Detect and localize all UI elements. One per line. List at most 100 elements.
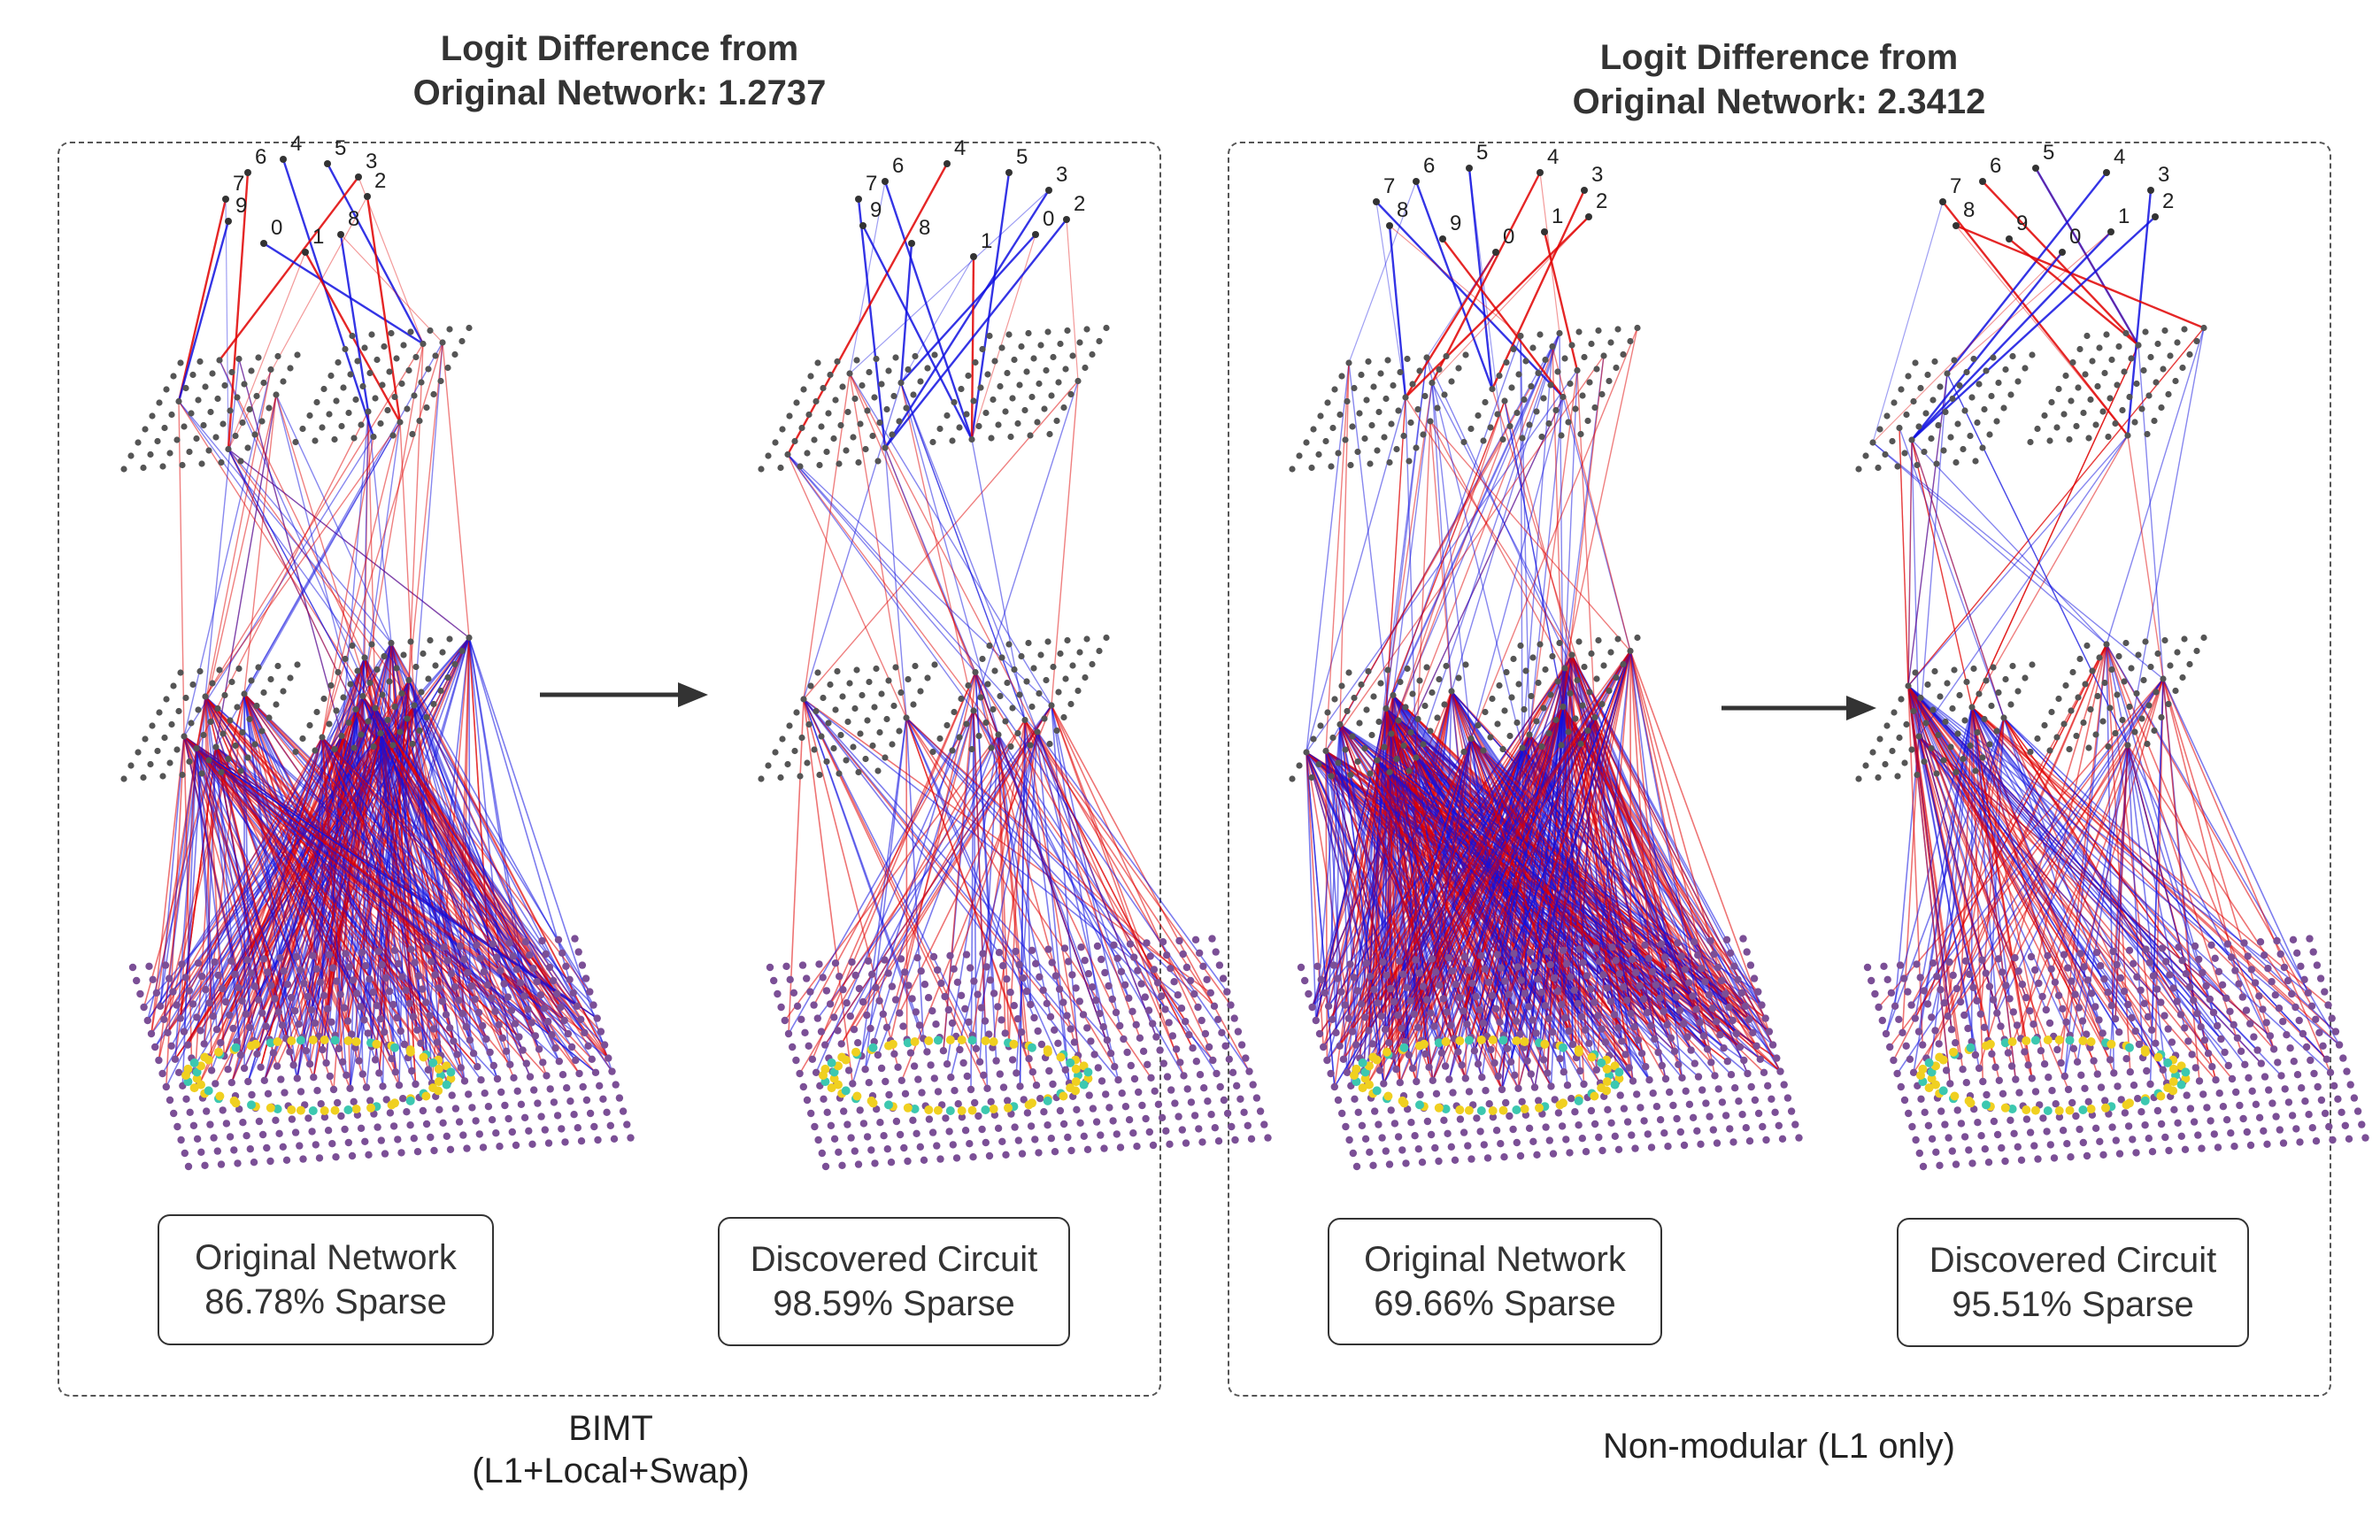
left-original-input-node <box>381 974 390 982</box>
right-original-hidden-node <box>1503 358 1510 366</box>
left-circuit-input-node <box>1036 973 1044 982</box>
left-circuit-hidden-node <box>1096 647 1103 655</box>
left-original-input-node <box>320 1113 329 1121</box>
left-circuit-edge <box>884 219 1067 449</box>
left-original-edge <box>321 342 443 738</box>
right-circuit-input-node <box>2079 1138 2087 1147</box>
right-original-input-node <box>1587 1106 1596 1115</box>
right-original-input-node <box>1731 1084 1739 1092</box>
right-circuit-input-node <box>2202 982 2210 990</box>
left-circuit-hidden-node <box>1009 395 1016 402</box>
right-original-input-node <box>1649 1090 1657 1097</box>
right-original-input-node <box>1783 1094 1792 1102</box>
left-circuit-input-node <box>1154 1100 1163 1109</box>
right-circuit-input-node <box>2083 1030 2091 1038</box>
right-original-input-node <box>1416 1090 1424 1099</box>
right-circuit-input-node <box>2143 1066 2151 1075</box>
right-original-hidden-node <box>1434 404 1441 412</box>
right-circuit-edge <box>1918 373 1948 737</box>
left-circuit-input-node <box>815 960 823 968</box>
right-original-input-node <box>1672 993 1681 1001</box>
right-original-edge <box>1375 651 1631 1058</box>
right-original-hidden-node <box>1584 417 1591 425</box>
left-original-edge <box>321 736 562 1008</box>
left-original-input-node <box>504 1114 512 1123</box>
left-circuit-hidden-node <box>850 434 857 441</box>
right-circuit-hidden-node <box>1921 758 1928 766</box>
right-circuit-hidden-node <box>2062 681 2069 689</box>
right-circuit-input-node <box>2084 1097 2092 1106</box>
left-original-edge <box>281 158 375 437</box>
right-circuit-input-node <box>2245 1074 2253 1082</box>
right-circuit-input-node <box>1899 1028 1906 1037</box>
right-circuit-hidden-node <box>1905 373 1912 380</box>
right-original-hidden-node <box>1475 721 1482 729</box>
left-circuit-input-node <box>1108 995 1117 1004</box>
left-original-input-node <box>264 1090 273 1098</box>
right-circuit-input-node <box>2059 1005 2067 1013</box>
left-circuit-input-node <box>1092 997 1100 1005</box>
right-original-input-node <box>1452 981 1460 989</box>
right-original-input-node <box>1741 1002 1750 1011</box>
left-original-hidden-node <box>235 355 243 363</box>
right-original-input-node <box>1366 1148 1374 1157</box>
right-original-input-node <box>1478 1074 1486 1082</box>
right-original-input-node <box>1412 956 1420 964</box>
left-original-pattern-node <box>419 1052 428 1062</box>
left-circuit-input-node <box>873 1105 881 1113</box>
left-original-input-node <box>309 951 317 960</box>
left-circuit-input-node <box>1051 1026 1059 1035</box>
left-original-pattern-node <box>434 1077 443 1087</box>
right-original-hidden-node <box>1501 707 1508 714</box>
right-original-hidden-node <box>1462 351 1469 358</box>
right-original-edge <box>1629 651 1668 1025</box>
left-original-input-node <box>173 1122 181 1131</box>
left-original-edge <box>321 421 401 738</box>
left-original-output-digit: 5 <box>335 136 346 160</box>
left-circuit-pattern-node <box>1071 1077 1081 1087</box>
left-circuit-input-node <box>1048 959 1056 966</box>
right-circuit-input-node <box>2157 998 2165 1006</box>
left-original-input-node <box>181 974 189 982</box>
left-circuit-edge <box>787 454 1038 733</box>
left-circuit-hidden-node <box>1089 660 1096 668</box>
left-original-input-node <box>326 1072 334 1081</box>
right-circuit-pattern-node <box>2000 1103 2010 1113</box>
right-circuit-input-node <box>2265 1086 2273 1094</box>
left-original-input-node <box>443 1132 451 1141</box>
left-circuit-hidden-node <box>777 774 784 782</box>
left-circuit-input-node <box>834 1027 842 1035</box>
right-circuit-edge <box>2127 327 2205 746</box>
right-original-input-node <box>1435 1157 1443 1166</box>
right-original-edge <box>1483 654 1573 1024</box>
right-original-edge <box>1325 751 1348 1073</box>
left-original-edge <box>204 696 320 1037</box>
left-original-input-node <box>167 1042 175 1051</box>
left-original-input-node <box>282 1156 291 1165</box>
right-original-hidden-node <box>1370 693 1377 700</box>
left-original-input-node <box>242 1010 250 1019</box>
left-original-input-node <box>448 1091 456 1099</box>
left-circuit-hidden-node <box>864 407 871 414</box>
right-circuit-hidden-node <box>2082 371 2089 378</box>
right-original-hidden-node <box>1565 728 1572 735</box>
left-circuit-edge <box>787 454 976 673</box>
right-original-pattern-node <box>1434 1038 1444 1048</box>
right-circuit-input-node <box>2326 1068 2335 1077</box>
right-circuit-hidden-node <box>2126 393 2133 401</box>
left-original-pattern-node <box>421 1091 431 1101</box>
right-caption: Non-modular (L1 only) <box>1558 1425 2000 1467</box>
left-original-edge <box>380 733 562 1008</box>
right-original-input-node <box>1385 1039 1393 1047</box>
right-circuit-input-node <box>1912 1136 1920 1144</box>
right-original-input-node <box>1562 1136 1570 1143</box>
left-circuit-hidden-node <box>924 365 931 372</box>
right-original-input-node <box>1418 1159 1427 1167</box>
left-circuit-edge <box>1036 731 1228 993</box>
left-circuit-hidden-node <box>816 771 823 779</box>
right-circuit-hidden-node <box>2092 421 2099 428</box>
right-circuit-hidden-node <box>2133 689 2140 697</box>
right-circuit-hidden-node <box>2167 352 2174 359</box>
right-circuit-hidden-node <box>1951 666 1958 674</box>
left-original-hidden-node <box>405 366 412 374</box>
